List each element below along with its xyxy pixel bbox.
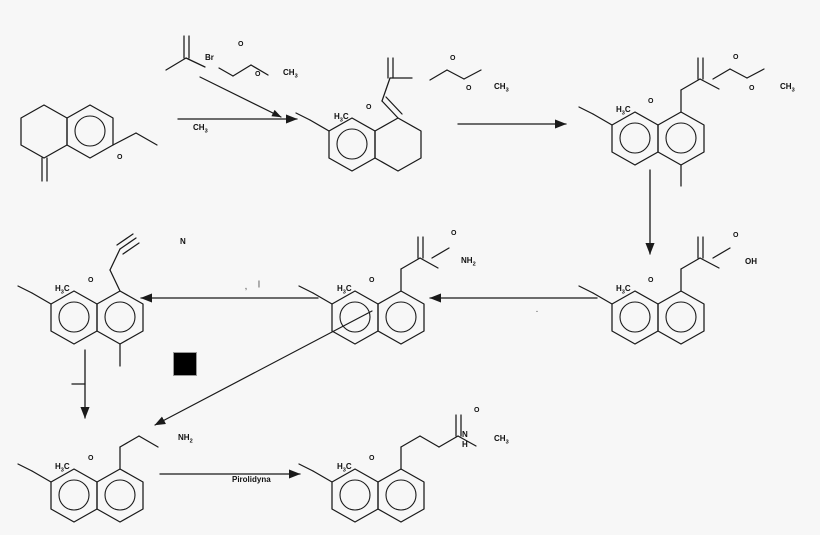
molecule-intermediate-3: [578, 57, 765, 187]
pirolidyna-label-arrow: Pirolidyna: [232, 475, 271, 484]
molecule-intermediate-2: [295, 57, 482, 172]
o-label-struct4-ring: O: [648, 277, 654, 284]
ch3-label-struct2: CH3: [494, 82, 509, 94]
nh2-label-struct5: NH2: [461, 256, 476, 268]
o-label-struct3-ester-top: O: [733, 54, 739, 61]
o-label-struct2-ester: O: [466, 85, 472, 92]
molecule-intermediate-6: [17, 233, 144, 367]
o-label-struct3-ester: O: [749, 85, 755, 92]
reaction-arrow-diagonal: [154, 310, 373, 426]
h-label-struct8: H: [462, 440, 468, 449]
h3c-label-struct8: H3C: [337, 462, 352, 474]
o-label-struct5-ring: O: [369, 277, 375, 284]
molecule-intermediate-5: [298, 236, 450, 345]
o-label-struct4-acid-top: O: [733, 232, 739, 239]
ch3-label-struct8: CH3: [494, 434, 509, 446]
o-label-struct5-amide-top: O: [451, 230, 457, 237]
o-label-struct2-ring: O: [366, 104, 372, 111]
h3c-label-struct2: H3C: [334, 112, 349, 124]
o-label-struct8-ring: O: [369, 455, 375, 462]
black-square-placeholder: [173, 352, 197, 376]
o-label-reagent-mid: O: [255, 71, 261, 78]
faint-mark-2: |: [258, 281, 260, 288]
molecule-intermediate-7: [17, 435, 159, 523]
faint-mark-3: ·: [536, 309, 539, 316]
molecule-intermediate-4: [578, 236, 731, 345]
ch3-label-struct3: CH3: [780, 82, 795, 94]
o-label-struct7-ring: O: [88, 455, 94, 462]
reagent-bromo-compound: [165, 35, 269, 77]
h3c-label-struct3: H3C: [616, 105, 631, 117]
reagent-feed-arrow-1: [199, 76, 282, 118]
o-label-struct3-ring: O: [648, 98, 654, 105]
ch3-label-arrow-1: CH3: [193, 123, 208, 135]
nh2-label-struct7: NH2: [178, 433, 193, 445]
h3c-label-struct5: H3C: [337, 284, 352, 296]
n-label-struct8: N: [462, 430, 468, 439]
br-label-reagent: Br: [205, 53, 214, 62]
h3c-label-struct7: H3C: [55, 462, 70, 474]
o-label-struct6-ring: O: [88, 277, 94, 284]
faint-mark-1: ,: [245, 284, 247, 291]
molecule-start-material: [20, 104, 158, 182]
o-label-reagent-top: O: [238, 41, 244, 48]
h3c-label-struct6: H3C: [55, 284, 70, 296]
oh-label-struct4: OH: [745, 257, 757, 266]
ch3-label-reagent: CH3: [283, 68, 298, 80]
o-label-struct2-ester-top: O: [450, 55, 456, 62]
o-label-struct8-amide-top: O: [474, 407, 480, 414]
h3c-label-struct4: H3C: [616, 284, 631, 296]
o-label-start-ester: O: [117, 154, 123, 161]
n-label-struct6: N: [180, 237, 186, 246]
molecule-final-product: [298, 414, 477, 523]
